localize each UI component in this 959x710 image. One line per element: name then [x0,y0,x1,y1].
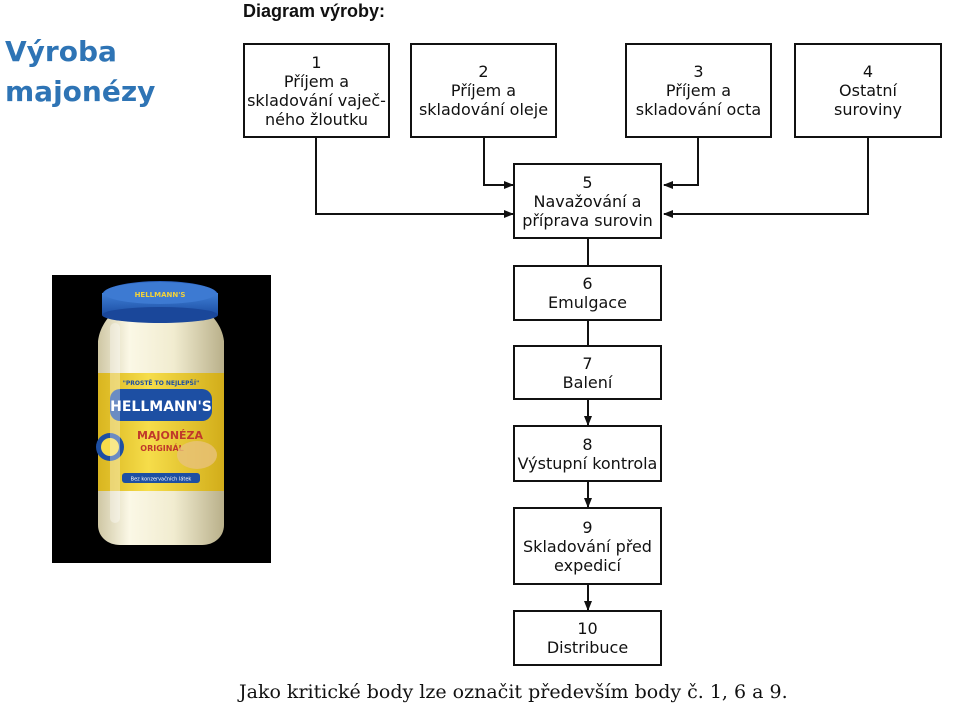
step-box-2: 2 Příjem a skladování oleje [410,43,557,138]
step-box-9: 9 Skladování před expedicí [513,507,662,585]
mayonnaise-jar-photo: HELLMANN'S "PROSTĚ TO NEJLEPŠÍ" HELLMANN… [52,275,271,563]
connector-2-to-5 [483,138,514,189]
step-label: Příjem a skladování oleje [418,81,549,119]
step-label: Distribuce [546,638,629,657]
product-variant: ORIGINÁL [140,442,183,453]
preservative-badge: Bez konzervačních látek [131,476,192,483]
slogan-text: "PROSTĚ TO NEJLEPŠÍ" [123,379,199,387]
lid-brand: HELLMANN'S [135,291,186,299]
step-label: Skladování před expedicí [523,536,652,575]
slide-title: Výroba majonézy [5,35,156,108]
step-number: 8 [582,434,593,454]
diagram-heading: Diagram výroby: [243,1,386,21]
step-number: 1 [311,52,322,72]
step-box-10: 10 Distribuce [513,610,662,666]
step-label: Příjem a skladování vaječ- ného žloutku [247,71,386,129]
step-label: Navažování a příprava surovin [522,191,653,230]
step-number: 10 [577,619,598,638]
step-number: 4 [862,62,874,81]
step-box-6: 6 Emulgace [513,265,662,321]
step-label: Emulgace [548,293,627,312]
step-box-8: 8 Výstupní kontrola [513,425,662,482]
step-box-4: 4 Ostatní suroviny [794,43,942,138]
brand-logo: HELLMANN'S [110,399,212,415]
connector-4-to-5 [663,138,869,218]
step-number: 2 [478,62,489,81]
connector-3-to-5 [663,138,699,189]
jar-illustration: HELLMANN'S "PROSTĚ TO NEJLEPŠÍ" HELLMANN… [96,281,224,545]
step-number: 5 [582,172,593,192]
connector-1-to-5 [315,138,514,218]
step-box-7: 7 Balení [513,345,662,400]
product-name: MAJONÉZA [137,429,204,442]
step-number: 7 [582,353,593,373]
step-label: Příjem a skladování octa [635,81,762,119]
step-box-5: 5 Navažování a příprava surovin [513,163,662,239]
step-number: 9 [582,517,593,537]
step-box-1: 1 Příjem a skladování vaječ- ného žloutk… [243,43,390,138]
step-number: 3 [693,62,704,81]
step-number: 6 [582,274,593,293]
step-label: Ostatní suroviny [833,81,902,119]
step-label: Balení [562,372,613,392]
step-box-3: 3 Příjem a skladování octa [625,43,772,138]
footer-note: Jako kritické body lze označit především… [239,681,788,703]
step-label: Výstupní kontrola [517,453,658,473]
